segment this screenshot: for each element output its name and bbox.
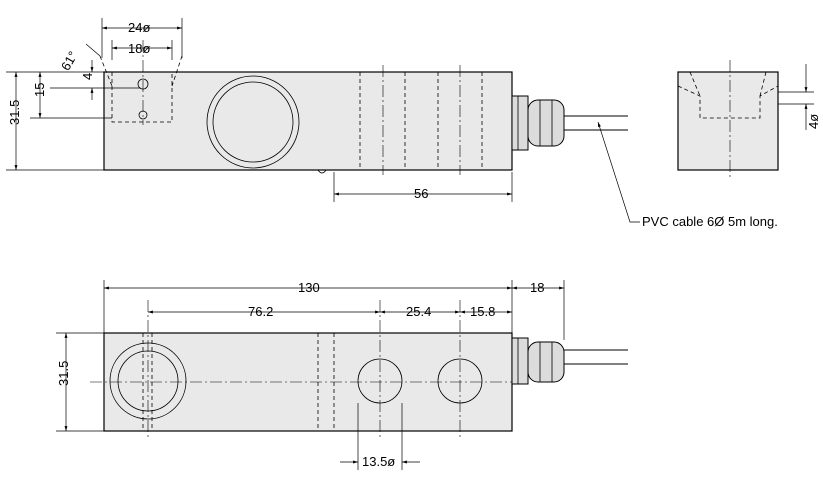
top-view: 130 18 76.2 25.4 15.8 31.5 13.5ø [56,280,628,470]
dim-end-hole: 4ø [806,114,821,129]
dim-height: 31.5 [7,100,22,125]
end-view: 4ø [677,60,821,180]
dim-gland-length: 18 [530,280,544,295]
dim-hole-spacing-top: 25.4 [406,304,431,319]
counterbore-hidden [111,72,173,123]
cable-gland-nut [511,95,529,151]
cable-gland-body [527,99,565,147]
dim-top-width: 24ø [128,20,150,35]
dim-to-first-hole: 76.2 [248,304,273,319]
side-cable [564,115,628,131]
side-view: 24ø 18ø 61° 4 15 31.5 56 PVC cable 6Ø 5m… [6,18,778,229]
bottom-groove [317,169,327,174]
dim-width: 31.5 [56,361,71,386]
dim-groove-offset: 56 [414,186,428,201]
load-point-inner [212,81,294,163]
chamfer-hidden [99,55,183,87]
top-cable [564,349,628,365]
dim-hole-diameter: 13.5ø [362,454,395,469]
dim-length: 130 [298,280,320,295]
cable-note: PVC cable 6Ø 5m long. [642,214,778,229]
end-view-body [677,71,779,171]
dim-chamfer-angle: 61° [58,49,81,74]
dim-hole-to-end: 15.8 [470,304,495,319]
load-point-outer [206,75,300,169]
dim-hole-depth: 15 [32,83,47,97]
side-view-body [103,71,513,171]
dim-hole-spacing: 18ø [128,41,150,56]
dim-hole-height: 4 [80,73,95,80]
